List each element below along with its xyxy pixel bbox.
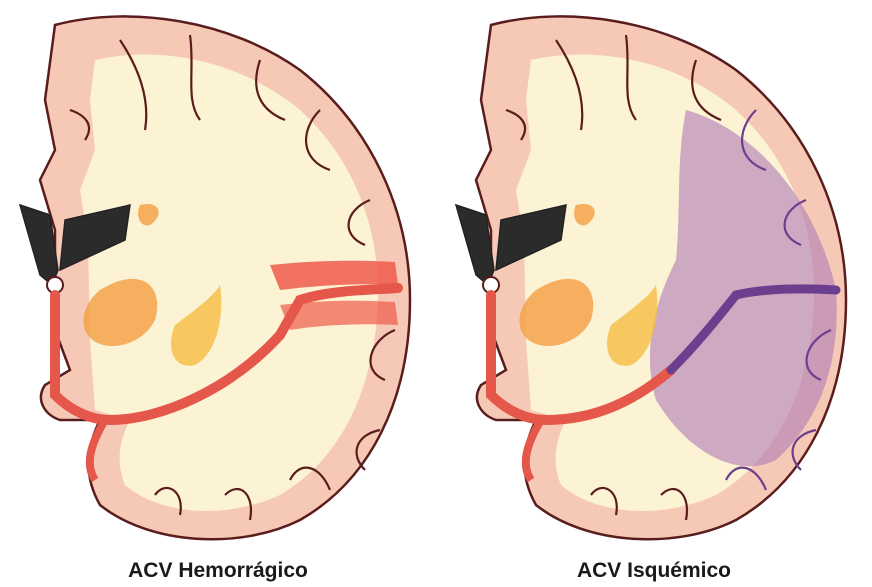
hemorrhagic-stroke-panel: ACV Hemorrágico xyxy=(0,0,436,587)
brain-coronal-section-ischemic xyxy=(436,0,872,587)
caption-hemorrhagic: ACV Hemorrágico xyxy=(0,559,436,583)
caption-ischemic: ACV Isquémico xyxy=(436,559,872,583)
brain-coronal-section-hemorrhagic xyxy=(0,0,436,587)
ischemic-stroke-panel: ACV Isquémico xyxy=(436,0,872,587)
